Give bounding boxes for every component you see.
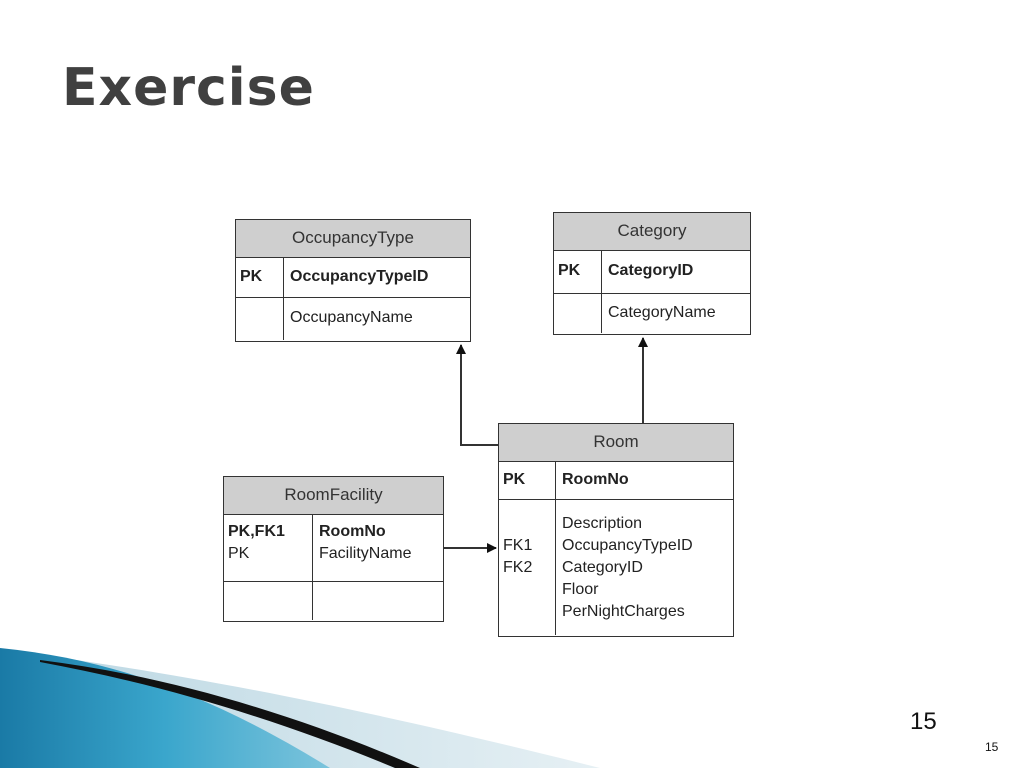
entity-room: Room PK RoomNo FK1 FK2 Description Occup… — [498, 423, 734, 637]
key1-label: PK,FK1 — [228, 523, 285, 540]
page-number: 15 — [910, 708, 937, 735]
entity-occupancytype-header: OccupancyType — [236, 220, 470, 258]
slide-title: Exercise — [62, 58, 315, 118]
fk2-label: FK2 — [503, 559, 533, 576]
entity-roomfacility-header: RoomFacility — [224, 477, 443, 515]
entity-category-header: Category — [554, 213, 750, 251]
pk-label: PK — [236, 258, 284, 297]
room-to-occupancytype-connector — [456, 344, 499, 446]
field-description: Description — [562, 515, 643, 532]
field-facilityname: FacilityName — [319, 545, 412, 562]
page-number-footer: 15 — [985, 740, 999, 754]
pk-field: OccupancyTypeID — [290, 268, 429, 285]
decoration-dark-stripe — [40, 660, 420, 768]
pk-label: PK — [554, 251, 602, 293]
entity-category: Category PK CategoryID CategoryName — [553, 212, 751, 335]
field: OccupancyName — [290, 309, 413, 326]
field: CategoryName — [608, 304, 716, 321]
field-occupancytypeid: OccupancyTypeID — [562, 537, 693, 554]
field-categoryid: CategoryID — [562, 559, 643, 576]
decoration-blue-band — [0, 648, 330, 768]
entity-occupancytype: OccupancyType PK OccupancyTypeID Occupan… — [235, 219, 471, 342]
pk-field: CategoryID — [608, 262, 694, 279]
pk-field: RoomNo — [562, 471, 629, 488]
field-roomno: RoomNo — [319, 523, 386, 540]
fk1-label: FK1 — [503, 537, 533, 554]
field-floor: Floor — [562, 581, 599, 598]
field-pernightcharges: PerNightCharges — [562, 603, 685, 620]
pk-label: PK — [499, 462, 556, 499]
entity-roomfacility: RoomFacility PK,FK1 PK RoomNo FacilityNa… — [223, 476, 444, 622]
entity-room-header: Room — [499, 424, 733, 462]
key2-label: PK — [228, 545, 250, 562]
